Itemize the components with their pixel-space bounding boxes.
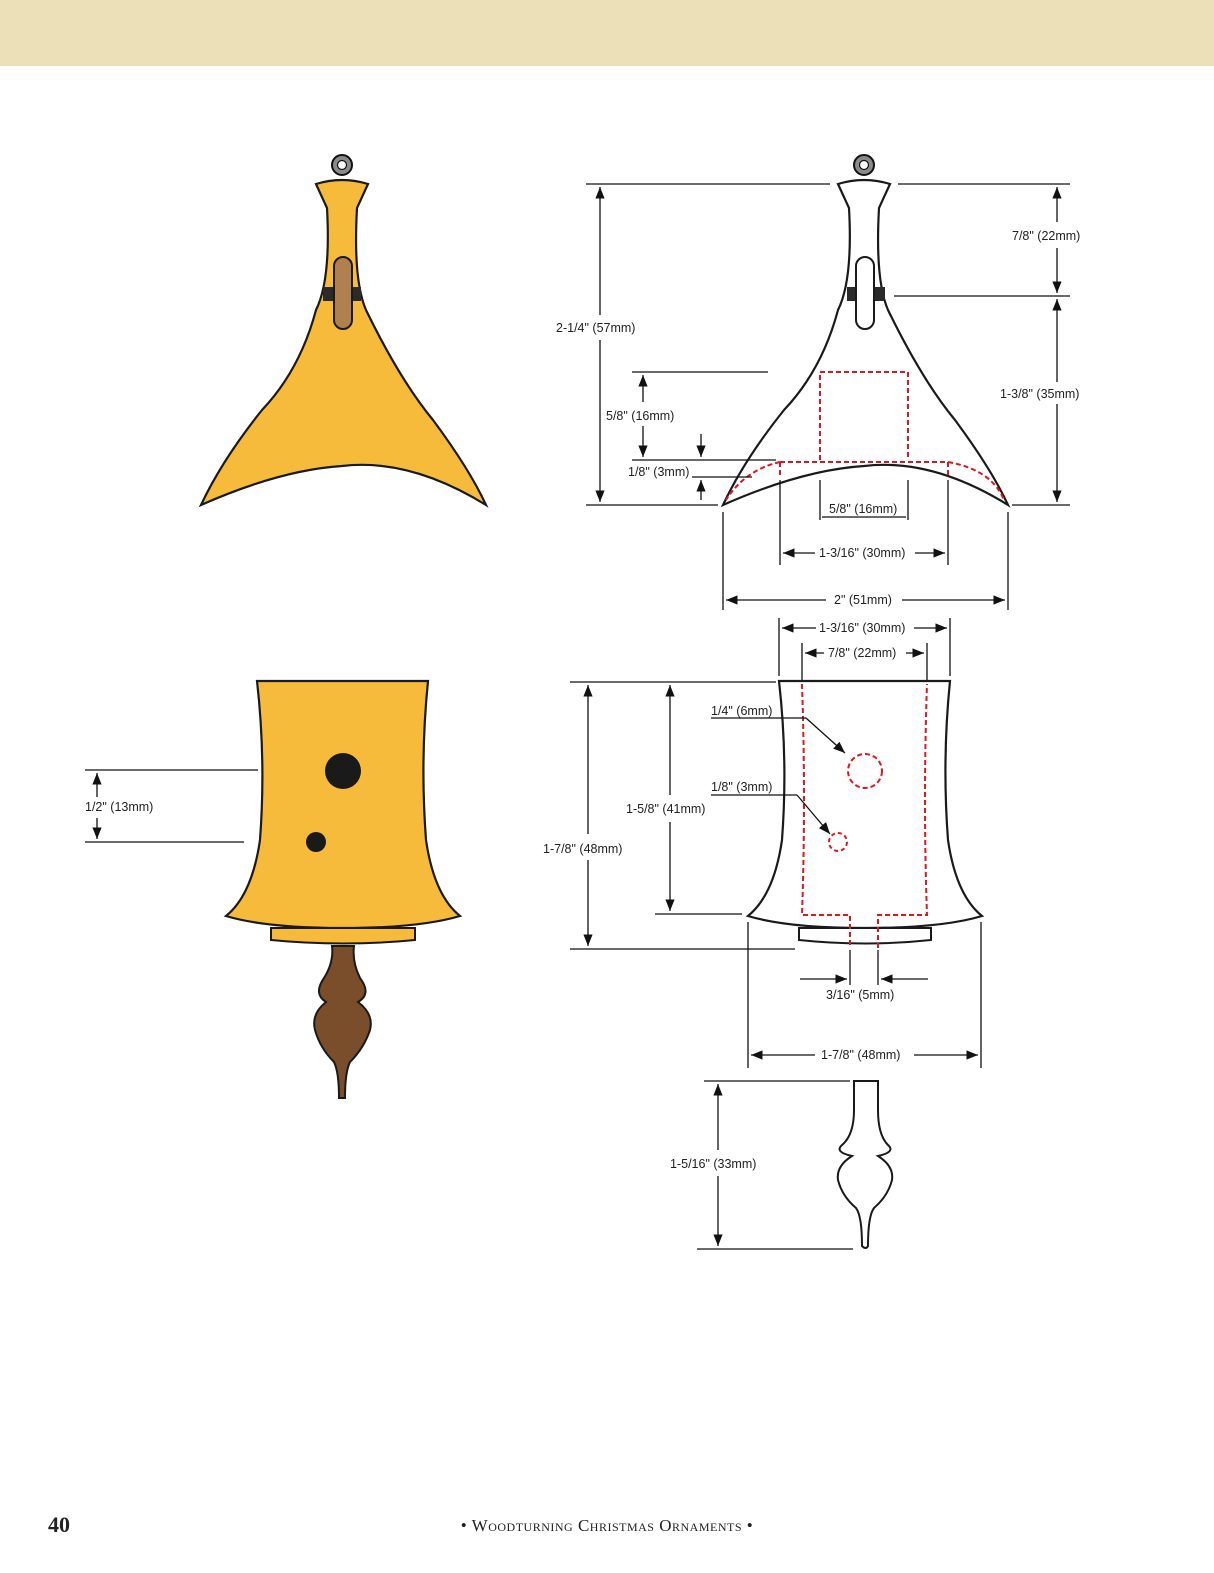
dim-top-neck-label: 7/8" (22mm) (1012, 229, 1080, 243)
dim-inner-width: 1-3/16" (30mm) (779, 480, 949, 565)
dim-body-height: 1-7/8" (48mm) (543, 681, 795, 950)
dim-body-top-inner: 7/8" (22mm) (801, 643, 928, 680)
dim-finial-height: 1-5/16" (33mm) (670, 1080, 853, 1250)
outline-top-piece (720, 154, 1011, 508)
dim-inner-depth-label: 1-5/8" (41mm) (626, 802, 705, 816)
header-band (0, 0, 1214, 66)
small-hole-hidden (828, 832, 848, 852)
dim-rim-thickness: 1/8" (3mm) (628, 434, 752, 500)
outline-top-shape (720, 178, 1011, 508)
dim-hole-spacing: 1/2" (13mm) (85, 769, 258, 843)
finial-shape (313, 945, 372, 1099)
dim-body-height-label: 1-7/8" (48mm) (543, 842, 622, 856)
dim-hollow-depth-label: 5/8" (16mm) (606, 409, 674, 423)
dim-hole-large: 1/4" (6mm) (711, 704, 846, 754)
eye-screw-hole (336, 159, 348, 171)
dim-body-width-label: 1-7/8" (48mm) (821, 1048, 900, 1062)
running-title: • Woodturning Christmas Ornaments • (460, 1516, 754, 1535)
dim-top-height: 2-1/4" (57mm) (556, 183, 830, 506)
dim-hole-large-label: 1/4" (6mm) (711, 704, 772, 718)
dim-body-top-outer-label: 1-3/16" (30mm) (819, 621, 905, 635)
dim-hole-small-label: 1/8" (3mm) (711, 780, 772, 794)
tenon-slot (333, 256, 353, 330)
body-base-ring (270, 927, 416, 945)
colored-top-piece (198, 154, 489, 508)
dim-top-height-label: 2-1/4" (57mm) (556, 321, 635, 335)
dim-rim-thickness-label: 1/8" (3mm) (628, 465, 689, 479)
colored-body (223, 679, 463, 1099)
dim-top-width: 2" (51mm) (722, 512, 1009, 610)
dim-tenon-width-label: 3/16" (5mm) (826, 988, 894, 1002)
dim-hole-spacing-label: 1/2" (13mm) (85, 800, 153, 814)
dim-inner-width-label: 1-3/16" (30mm) (819, 546, 905, 560)
dim-top-flare: 1-3/8" (35mm) (1000, 299, 1079, 506)
dim-top-width-label: 2" (51mm) (834, 593, 892, 607)
top-body-shape (198, 178, 489, 508)
page-number: 40 (48, 1512, 70, 1537)
dim-hole-diameter: 5/8" (16mm) (819, 480, 909, 520)
dim-body-width: 1-7/8" (48mm) (747, 922, 982, 1068)
dim-inner-depth: 1-5/8" (41mm) (626, 681, 776, 915)
dim-top-neck: 7/8" (22mm) (894, 183, 1080, 297)
body-shape (223, 679, 463, 930)
large-hole-mark (325, 753, 361, 789)
dim-tenon-width: 3/16" (5mm) (800, 950, 928, 1002)
hollow-hidden-line (725, 371, 1005, 501)
dim-hole-small: 1/8" (3mm) (711, 780, 831, 835)
large-hole-hidden (847, 753, 883, 789)
outline-body (745, 679, 985, 948)
outline-finial-shape (836, 1080, 894, 1249)
dim-finial-height-label: 1-5/16" (33mm) (670, 1157, 756, 1171)
outline-finial (836, 1080, 894, 1249)
dim-body-top-inner-label: 7/8" (22mm) (828, 646, 896, 660)
dim-top-flare-label: 1-3/8" (35mm) (1000, 387, 1079, 401)
dim-hollow-depth: 5/8" (16mm) (606, 371, 776, 461)
dim-body-top-outer: 1-3/16" (30mm) (778, 618, 951, 676)
dim-hole-diameter-label: 5/8" (16mm) (829, 502, 897, 516)
small-hole-mark (306, 832, 326, 852)
